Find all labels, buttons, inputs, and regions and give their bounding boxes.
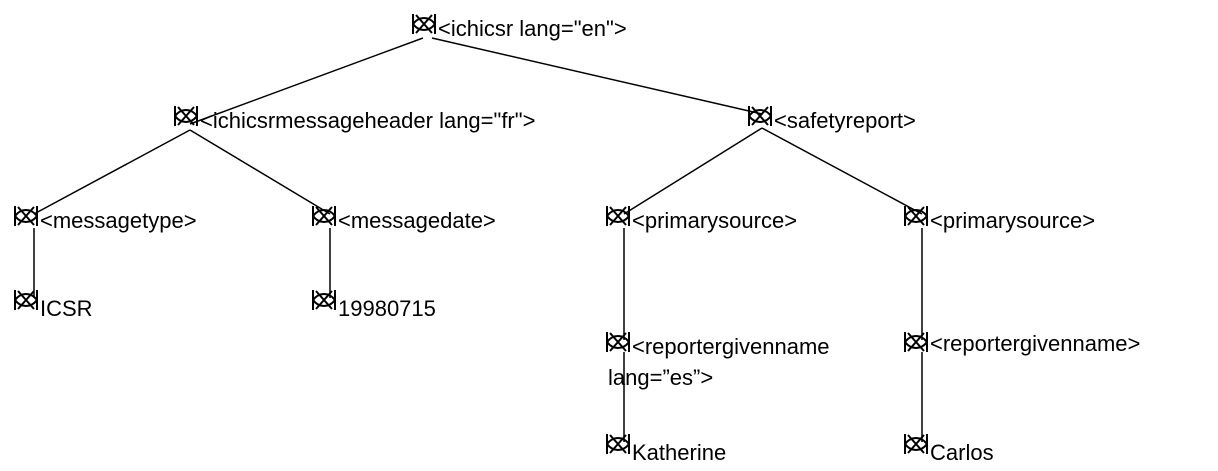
edge-safetyreport-primarysource2	[761, 127, 923, 215]
node-label: <reportergivenname>	[930, 331, 1141, 356]
node-label: Katherine	[632, 440, 727, 465]
xml-element-icon	[904, 432, 928, 456]
node-label: 19980715	[338, 296, 436, 321]
xml-element-icon	[606, 204, 630, 228]
xml-element-icon	[312, 204, 336, 228]
xml-element-icon	[14, 288, 38, 312]
node-reportergivenname-1: <reportergivenname lang=”es”>	[606, 330, 872, 393]
node-label: <primarysource>	[930, 208, 1096, 233]
xml-element-icon	[412, 12, 436, 36]
node-label: <safetyreport>	[774, 108, 916, 133]
node-messagedate-value: 19980715	[312, 288, 436, 322]
node-label: <messagedate>	[338, 208, 496, 233]
edge-header-messagetype	[33, 129, 191, 215]
xml-element-icon	[312, 288, 336, 312]
node-katherine-value: Katherine	[606, 432, 726, 466]
node-label-line2: lang=”es”>	[608, 365, 714, 390]
node-messagedate: <messagedate>	[312, 204, 496, 234]
node-reportergivenname-2: <reportergivenname>	[904, 330, 1140, 357]
xml-element-icon	[904, 330, 928, 354]
edge-root-header	[189, 37, 424, 125]
xml-element-icon	[748, 104, 772, 128]
node-icsr-value: ICSR	[14, 288, 93, 322]
node-primarysource-1: <primarysource>	[606, 204, 797, 234]
node-label: <reportergivenname	[632, 334, 830, 359]
xml-element-icon	[606, 330, 630, 354]
node-label: <ichicsr lang="en">	[438, 16, 627, 41]
node-primarysource-2: <primarysource>	[904, 204, 1095, 234]
node-label: ICSR	[40, 296, 93, 321]
node-label: Carlos	[930, 440, 994, 465]
edge-header-messagedate	[189, 129, 331, 215]
node-safetyreport: <safetyreport>	[748, 104, 916, 134]
xml-element-icon	[904, 204, 928, 228]
node-ichicsrmessageheader: <ichicsrmessageheader lang="fr">	[174, 104, 535, 134]
edge-safetyreport-primarysource1	[623, 127, 763, 215]
edge-root-safetyreport	[431, 37, 763, 115]
xml-element-icon	[14, 204, 38, 228]
node-label: <primarysource>	[632, 208, 798, 233]
node-label-group: <reportergivenname lang=”es”>	[608, 330, 872, 393]
xml-element-icon	[606, 432, 630, 456]
node-carlos-value: Carlos	[904, 432, 994, 466]
node-messagetype: <messagetype>	[14, 204, 197, 234]
node-ichicsr: <ichicsr lang="en">	[412, 12, 627, 42]
xml-element-icon	[174, 104, 198, 128]
node-label: <messagetype>	[40, 208, 197, 233]
node-label: <ichicsrmessageheader lang="fr">	[200, 108, 536, 133]
